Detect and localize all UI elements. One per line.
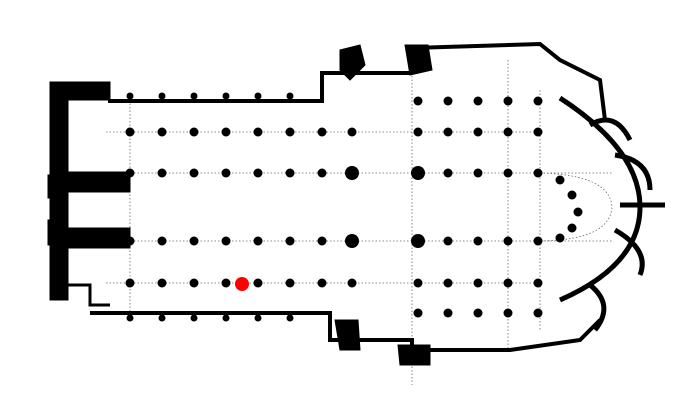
pier	[533, 96, 543, 106]
pier	[503, 308, 513, 318]
buttress	[222, 92, 230, 100]
pier	[443, 168, 453, 178]
pier	[533, 236, 543, 246]
pier	[411, 234, 425, 248]
pier	[253, 168, 263, 178]
pier	[473, 96, 483, 106]
pier	[443, 127, 453, 137]
pier	[555, 175, 565, 185]
buttress	[190, 92, 198, 100]
pier	[413, 127, 423, 137]
pier	[503, 168, 513, 178]
pier	[473, 308, 483, 318]
pier	[533, 127, 543, 137]
pier	[157, 236, 167, 246]
west-porch	[53, 250, 110, 307]
pier	[473, 168, 483, 178]
pier	[189, 236, 199, 246]
pier	[189, 278, 199, 288]
pier	[253, 236, 263, 246]
pier	[317, 278, 327, 288]
west-facade	[47, 81, 131, 301]
buttress	[126, 314, 134, 322]
pier	[413, 96, 423, 106]
buttress	[222, 314, 230, 322]
pier	[567, 223, 577, 233]
pier	[413, 278, 423, 288]
pier	[125, 168, 135, 178]
pier	[221, 127, 231, 137]
north-aisle-wall	[108, 71, 412, 103]
pier	[503, 96, 513, 106]
pier	[473, 127, 483, 137]
pier	[125, 278, 135, 288]
pier	[317, 168, 327, 178]
pier	[347, 127, 357, 137]
pier	[443, 308, 453, 318]
pier	[189, 127, 199, 137]
pier	[503, 236, 513, 246]
pier	[253, 278, 263, 288]
pier	[413, 308, 423, 318]
pier	[317, 127, 327, 137]
pier	[503, 127, 513, 137]
pier	[443, 278, 453, 288]
buttress	[254, 314, 262, 322]
pier	[285, 278, 295, 288]
pier	[317, 236, 327, 246]
buttress	[190, 314, 198, 322]
south-portal	[334, 319, 431, 366]
outer-walls	[47, 41, 665, 366]
pier	[345, 234, 359, 248]
pier	[555, 233, 565, 243]
pier	[567, 190, 577, 200]
pier	[411, 166, 425, 180]
pier	[503, 278, 513, 288]
buttress	[158, 314, 166, 322]
pier	[157, 127, 167, 137]
radiating-chapels	[588, 117, 665, 332]
pier	[157, 278, 167, 288]
pier	[253, 127, 263, 137]
pier	[125, 127, 135, 137]
pier	[347, 278, 357, 288]
pier	[285, 236, 295, 246]
pier	[285, 127, 295, 137]
red-dot-marker-icon	[235, 277, 249, 291]
pier	[533, 168, 543, 178]
pier	[221, 236, 231, 246]
north-choir-wall	[411, 41, 607, 121]
pier	[533, 308, 543, 318]
pier	[125, 236, 135, 246]
buttress	[126, 92, 134, 100]
pier	[345, 166, 359, 180]
pier	[189, 168, 199, 178]
north-portal	[339, 44, 433, 81]
pier	[285, 168, 295, 178]
pier	[473, 236, 483, 246]
buttress	[286, 314, 294, 322]
pier	[157, 168, 167, 178]
pier	[473, 278, 483, 288]
pier	[443, 96, 453, 106]
pier-grid	[125, 92, 583, 322]
buttress	[158, 92, 166, 100]
pier	[221, 168, 231, 178]
pier	[221, 278, 231, 288]
pier	[573, 207, 583, 217]
pier	[533, 278, 543, 288]
buttress	[286, 92, 294, 100]
pier	[443, 236, 453, 246]
buttress	[254, 92, 262, 100]
